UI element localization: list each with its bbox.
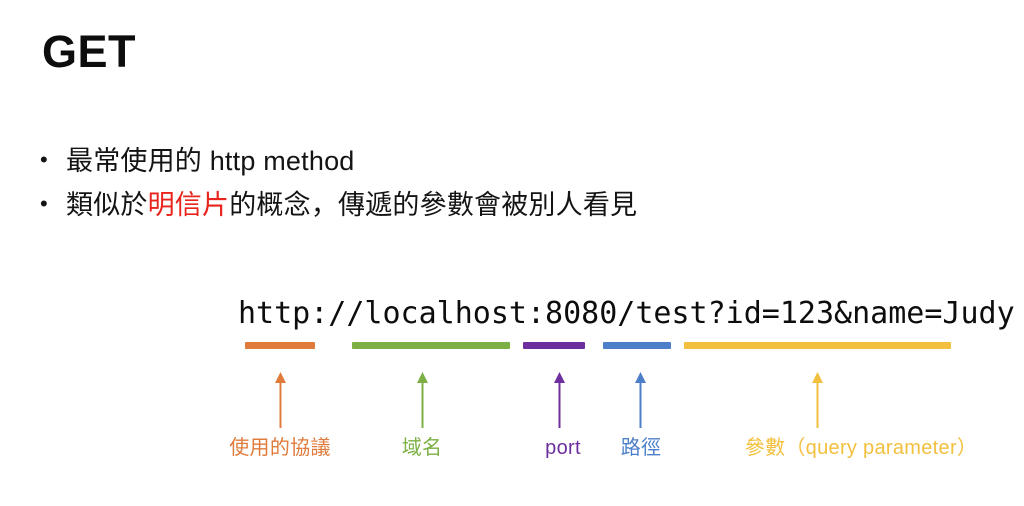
url-segment-arrow-domain	[416, 372, 429, 428]
url-segment-bar-path	[603, 342, 671, 349]
url-anatomy-diagram: http://localhost:8080/test?id=123&name=J…	[0, 296, 1024, 486]
url-segment-label-domain: 域名	[401, 437, 443, 459]
page-title: GET	[42, 26, 137, 77]
url-segment-arrow-protocol	[274, 372, 287, 428]
url-segment-bar-port	[523, 342, 585, 349]
url-segment-label-query: 參數（query parameter）	[744, 437, 978, 459]
url-segment-bar-protocol	[245, 342, 315, 349]
bullet-plain-text: 的概念，傳遞的參數會被別人看見	[229, 189, 638, 220]
bullet-plain-text: 最常使用的 http method	[66, 146, 355, 176]
bullet-marker-icon: •	[40, 190, 48, 216]
url-segment-arrow-port	[553, 372, 566, 428]
url-segment-label-path: 路徑	[620, 437, 662, 459]
bullet-list: • 最常使用的 http method • 類似於明信片的概念，傳遞的參數會被別人看見	[40, 140, 980, 227]
bullet-item: • 最常使用的 http method	[40, 140, 980, 184]
bullet-item: • 類似於明信片的概念，傳遞的參數會被別人看見	[40, 184, 980, 228]
bullet-marker-icon: •	[40, 147, 48, 172]
url-segment-label-port: port	[545, 437, 581, 459]
url-text: http://localhost:8080/test?id=123&name=J…	[238, 296, 1015, 331]
url-segment-label-protocol: 使用的協議	[229, 437, 331, 459]
url-segment-bar-domain	[352, 342, 510, 349]
bullet-plain-text: 類似於	[66, 189, 148, 220]
url-segment-bar-query	[684, 342, 951, 349]
bullet-text: 類似於明信片的概念，傳遞的參數會被別人看見	[66, 184, 637, 228]
url-segment-arrow-path	[634, 372, 647, 428]
bullet-text: 最常使用的 http method	[66, 140, 355, 184]
bullet-highlight-text: 明信片	[147, 189, 230, 220]
url-segment-arrow-query	[811, 372, 824, 428]
